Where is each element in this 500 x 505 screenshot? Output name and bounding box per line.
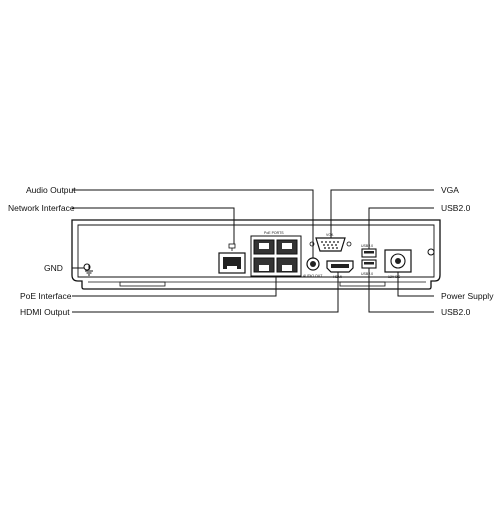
hdmi-port xyxy=(326,260,354,273)
usb2-text: USB2.0 xyxy=(361,272,373,276)
usb-bottom-leader xyxy=(368,268,434,313)
power-leader xyxy=(397,272,434,297)
poe-leader xyxy=(72,276,277,297)
network-icon xyxy=(228,243,236,251)
vga-text: VGA xyxy=(326,233,334,237)
audio-leader xyxy=(72,189,314,258)
power-text: 12V DC xyxy=(388,275,401,279)
poe-port-block xyxy=(250,235,302,277)
vga-leader xyxy=(330,189,434,238)
label-audio-output: Audio Output xyxy=(26,185,76,195)
panel-text: PoE PORTS VGA AUDIO OUT HDMI USB2.0 USB2… xyxy=(264,231,401,279)
network-port xyxy=(218,243,246,274)
label-poe-interface: PoE Interface xyxy=(20,291,72,301)
label-usb-top: USB2.0 xyxy=(441,203,471,213)
network-leader xyxy=(72,207,235,244)
usb1-text: USB2.0 xyxy=(361,244,373,248)
label-usb-bottom: USB2.0 xyxy=(441,307,471,317)
label-power-supply: Power Supply xyxy=(441,291,494,301)
power-supply-jack xyxy=(384,249,412,273)
usb-top-leader xyxy=(368,207,434,249)
ground-icon xyxy=(85,265,93,276)
label-gnd: GND xyxy=(44,263,63,273)
audio-out-jack xyxy=(306,257,320,271)
usb-port-top xyxy=(361,248,377,258)
label-vga: VGA xyxy=(441,185,459,195)
leader-lines xyxy=(72,189,434,313)
poe-ports-text: PoE PORTS xyxy=(264,231,284,235)
vga-port xyxy=(309,237,352,252)
usb-port-bottom xyxy=(361,259,377,269)
hdmi-text: HDMI xyxy=(333,275,342,279)
hdmi-leader xyxy=(72,272,339,313)
label-hdmi-output: HDMI Output xyxy=(20,307,70,317)
chassis-details xyxy=(83,248,435,287)
label-network-interface: Network Interface xyxy=(8,203,75,213)
audio-out-text: AUDIO OUT xyxy=(303,274,323,278)
